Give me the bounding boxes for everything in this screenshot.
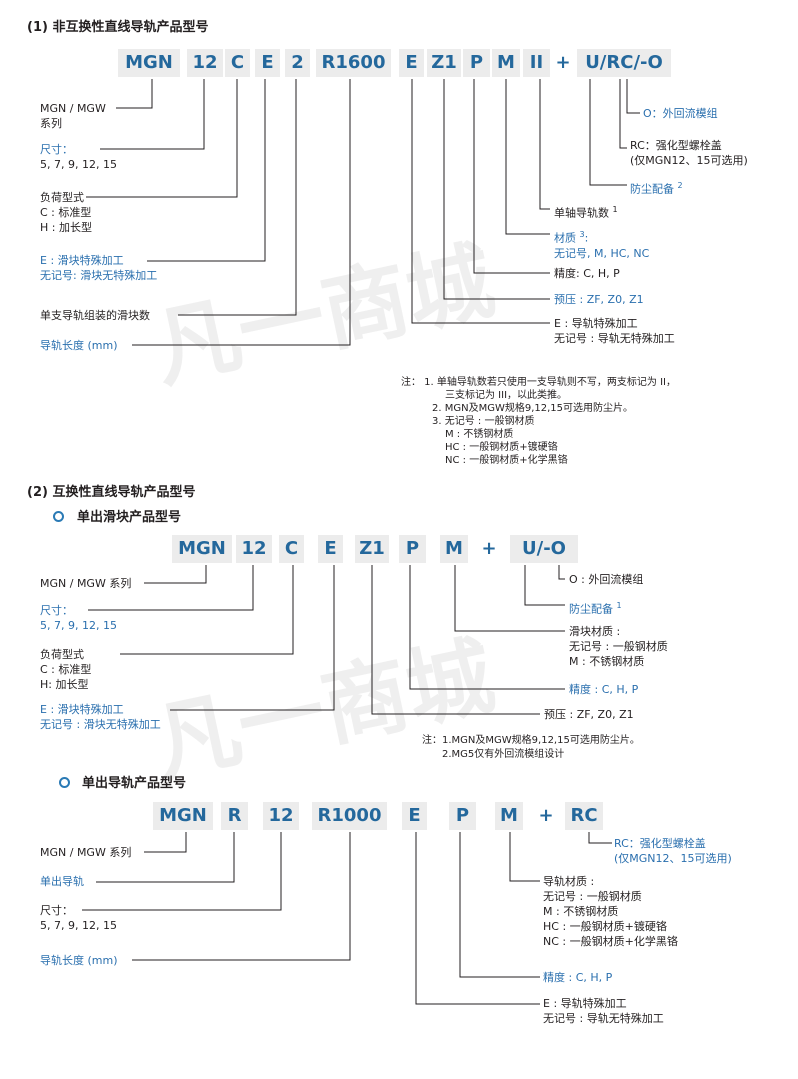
code-options: U/RC/-O bbox=[577, 49, 671, 77]
code-series: MGN bbox=[153, 802, 213, 830]
sec1-material-label: 材质 3: 无记号, M, HC, NC bbox=[554, 230, 650, 260]
sub1-precision-label: 精度 : C, H, P bbox=[569, 683, 639, 696]
code-preload: Z1 bbox=[427, 49, 461, 77]
sub1-o-label: O : 外回流模组 bbox=[569, 573, 644, 586]
sec1-block-count-label: 单支导轨组装的滑块数 bbox=[40, 309, 150, 322]
sec1-block-proc-label: E : 滑块特殊加工无记号: 滑块无特殊加工 bbox=[40, 254, 158, 282]
code-series: MGN bbox=[118, 49, 180, 77]
sub1-dust-label: 防尘配备 1 bbox=[569, 601, 622, 616]
code-precision: P bbox=[463, 49, 490, 77]
code-material: M bbox=[440, 535, 468, 563]
code-size: 12 bbox=[263, 802, 299, 830]
code-plus: + bbox=[535, 802, 557, 830]
sub2-series-label: MGN / MGW 系列 bbox=[40, 846, 132, 859]
sec1-o-label: O：外回流模组 bbox=[643, 107, 718, 120]
sec1-rail-proc-label: E : 导轨特殊加工无记号 : 导轨无特殊加工 bbox=[554, 317, 675, 345]
sub2-size-label: 尺寸：5, 7, 9, 12, 15 bbox=[40, 904, 117, 932]
code-rail: R bbox=[221, 802, 248, 830]
bullet-icon bbox=[59, 777, 70, 788]
code-length: R1000 bbox=[312, 802, 387, 830]
code-precision: P bbox=[449, 802, 476, 830]
sec1-rails-label: 单轴导轨数 1 bbox=[554, 205, 618, 220]
sec1-dust-label: 防尘配备 2 bbox=[630, 181, 683, 196]
code-rails: II bbox=[523, 49, 550, 77]
sub1-title: 单出滑块产品型号 bbox=[77, 510, 182, 525]
section-2-title: (2) 互换性直线导轨产品型号 bbox=[27, 485, 196, 500]
code-load: C bbox=[225, 49, 250, 77]
sub1-series-label: MGN / MGW 系列 bbox=[40, 577, 132, 590]
code-rail-proc: E bbox=[402, 802, 427, 830]
code-precision: P bbox=[399, 535, 426, 563]
code-plus: + bbox=[552, 49, 574, 77]
sec1-rc-label: RC：强化型螺栓盖(仅MGN12、15可选用) bbox=[630, 139, 748, 167]
code-series: MGN bbox=[172, 535, 232, 563]
sub2-precision-label: 精度 : C, H, P bbox=[543, 971, 613, 984]
code-rc: RC bbox=[565, 802, 603, 830]
code-rail-proc: E bbox=[399, 49, 424, 77]
code-load: C bbox=[279, 535, 304, 563]
code-block-count: 2 bbox=[285, 49, 310, 77]
section-1-title: (1) 非互换性直线导轨产品型号 bbox=[27, 20, 209, 35]
sub1-block-proc-label: E : 滑块特殊加工无记号 : 滑块无特殊加工 bbox=[40, 703, 161, 731]
sub1-size-label: 尺寸：5, 7, 9, 12, 15 bbox=[40, 604, 117, 632]
code-preload: Z1 bbox=[355, 535, 389, 563]
sub1-preload-label: 预压 : ZF, Z0, Z1 bbox=[544, 708, 634, 721]
code-material: M bbox=[492, 49, 520, 77]
code-block-proc: E bbox=[255, 49, 280, 77]
sec1-preload-label: 预压 : ZF, Z0, Z1 bbox=[554, 293, 644, 306]
sec1-precision-label: 精度: C, H, P bbox=[554, 267, 620, 280]
sub2-rail-proc-label: E : 导轨特殊加工无记号 : 导轨无特殊加工 bbox=[543, 997, 664, 1025]
bullet-icon bbox=[53, 511, 64, 522]
sub2-length-label: 导轨长度 (mm) bbox=[40, 954, 118, 967]
sub2-material-label: 导轨材质 : 无记号 : 一般钢材质 M : 不锈钢材质 HC : 一般钢材质+… bbox=[543, 875, 678, 948]
code-length: R1600 bbox=[316, 49, 391, 77]
code-material: M bbox=[495, 802, 523, 830]
code-size: 12 bbox=[187, 49, 223, 77]
code-size: 12 bbox=[236, 535, 272, 563]
code-options: U/-O bbox=[510, 535, 578, 563]
sub2-rc-label: RC：强化型螺栓盖(仅MGN12、15可选用) bbox=[614, 837, 732, 865]
sec1-length-label: 导轨长度 (mm) bbox=[40, 339, 118, 352]
code-block-proc: E bbox=[318, 535, 343, 563]
code-plus: + bbox=[478, 535, 500, 563]
sub2-title: 单出导轨产品型号 bbox=[82, 776, 187, 791]
sub2-rail-label: 单出导轨 bbox=[40, 875, 84, 888]
sec1-size-label: 尺寸：5, 7, 9, 12, 15 bbox=[40, 143, 117, 171]
